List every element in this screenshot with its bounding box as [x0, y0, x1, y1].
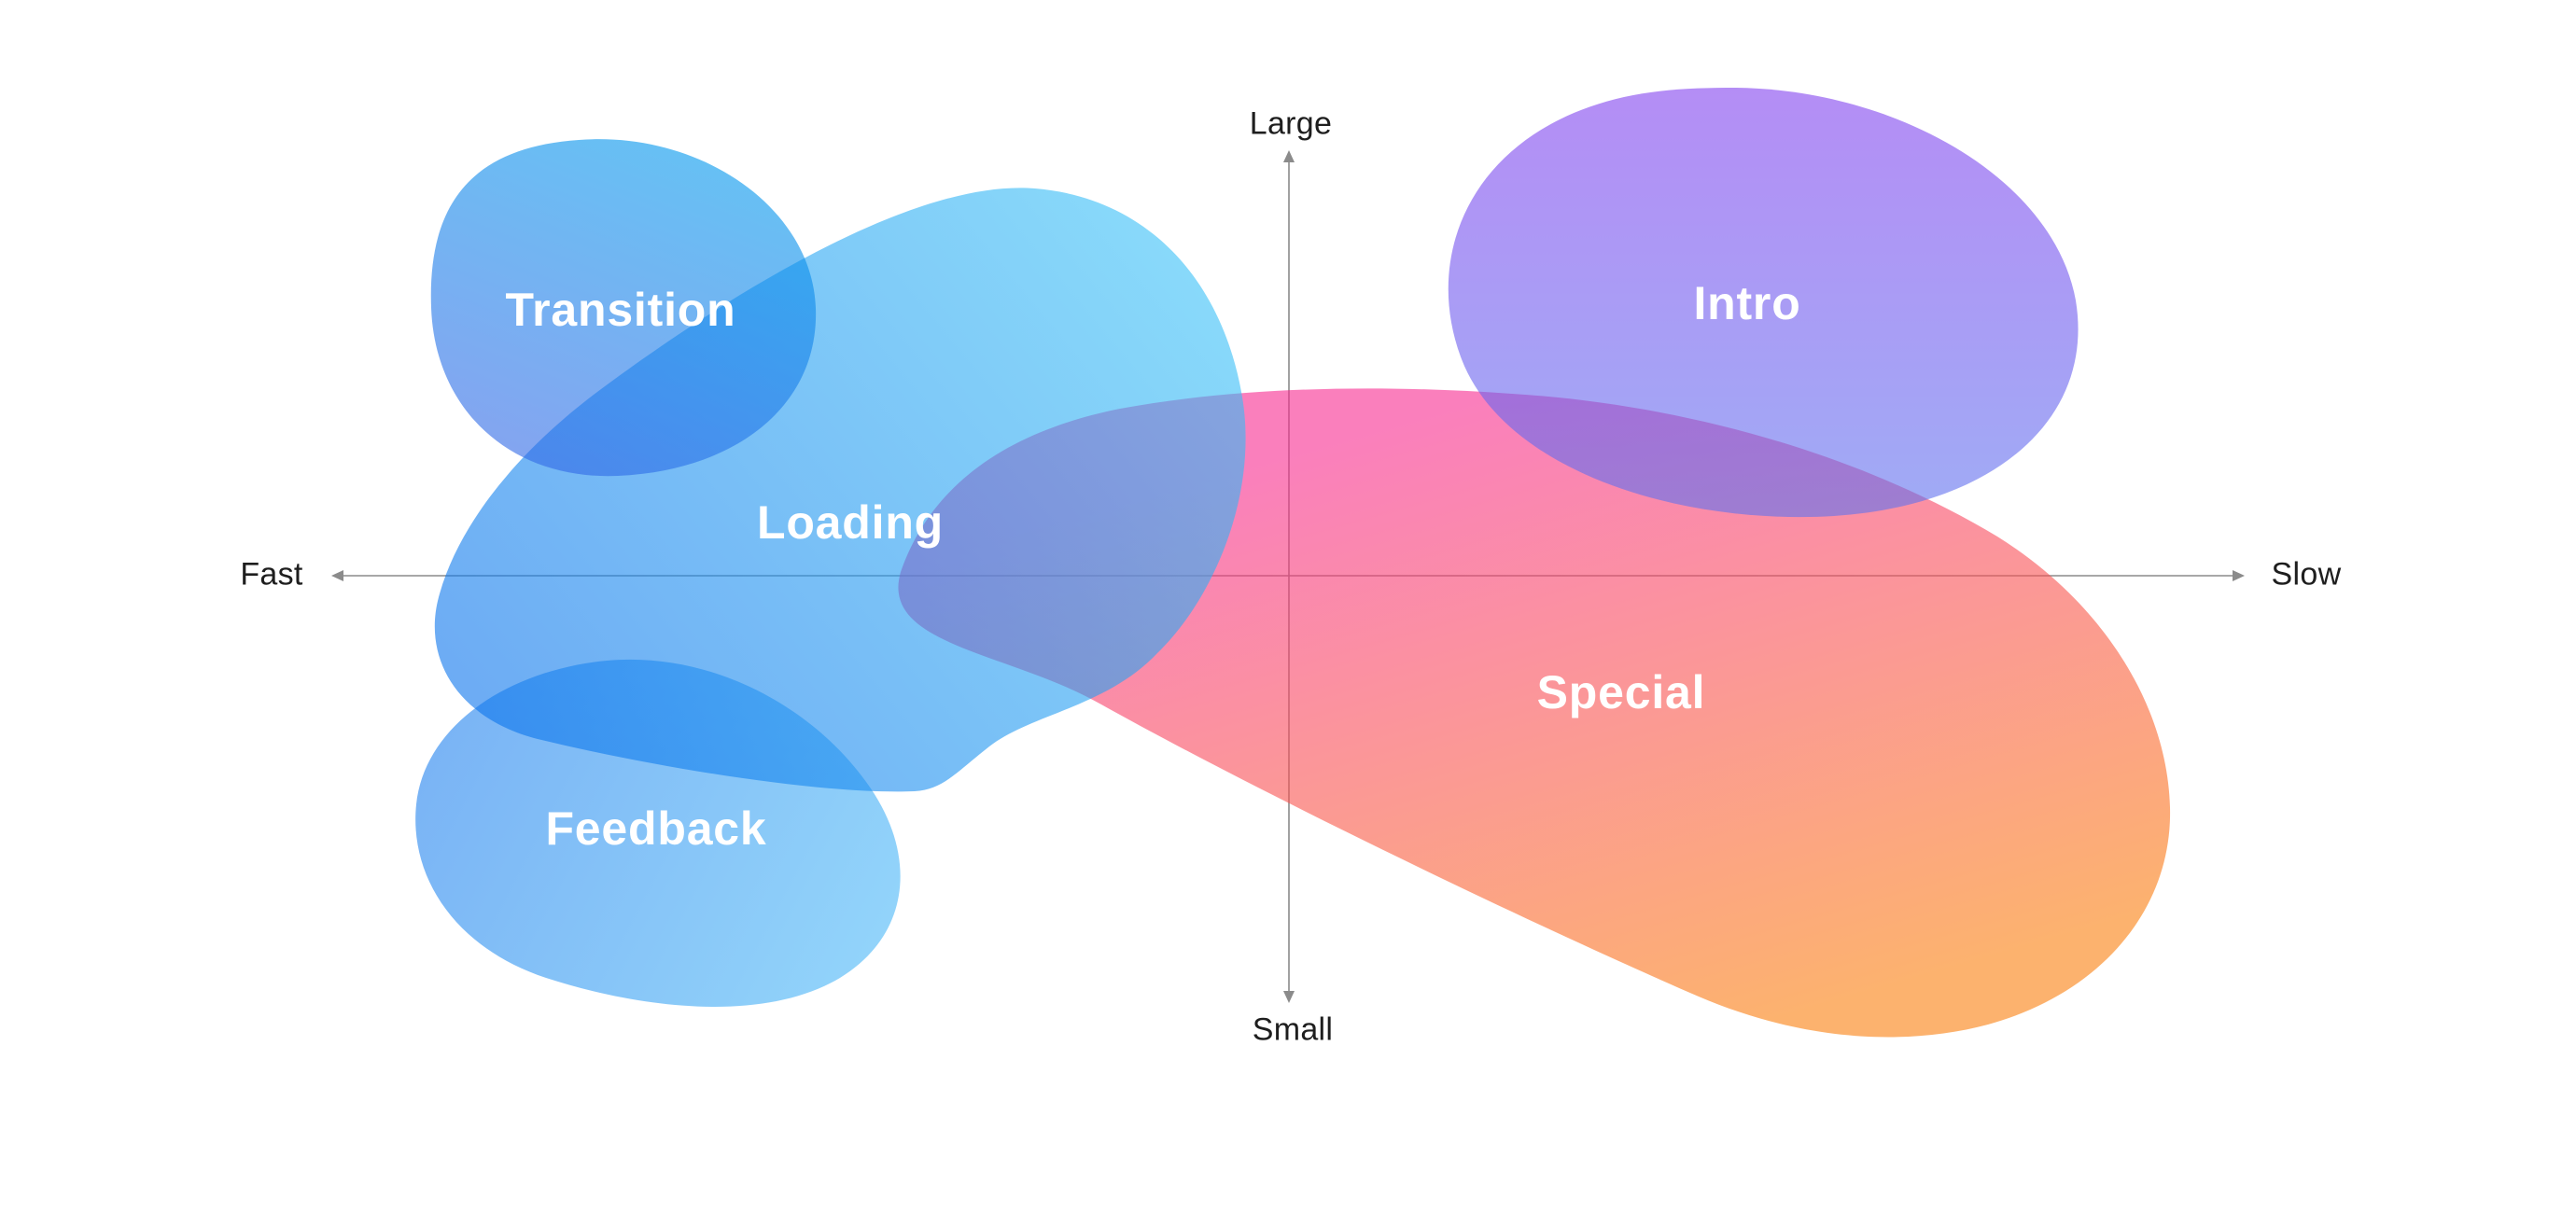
arrow-up-icon — [1283, 150, 1295, 162]
blobs-group — [415, 88, 2171, 1038]
axis-label-slow: Slow — [2271, 556, 2342, 593]
arrow-down-icon — [1283, 991, 1295, 1003]
axis-label-small: Small — [1252, 1011, 1334, 1048]
blob-label-special: Special — [1536, 666, 1706, 718]
blob-label-transition: Transition — [505, 284, 736, 336]
axis-label-large: Large — [1249, 105, 1333, 142]
loading-blob — [434, 188, 1246, 792]
arrow-right-icon — [2233, 570, 2245, 581]
blob-label-intro: Intro — [1693, 277, 1801, 329]
blob-label-loading: Loading — [756, 496, 945, 549]
transition-blob — [430, 139, 817, 477]
axis-label-fast: Fast — [240, 556, 303, 593]
arrow-left-icon — [331, 570, 343, 581]
blob-label-feedback: Feedback — [545, 802, 767, 855]
intro-blob — [1448, 88, 2079, 518]
